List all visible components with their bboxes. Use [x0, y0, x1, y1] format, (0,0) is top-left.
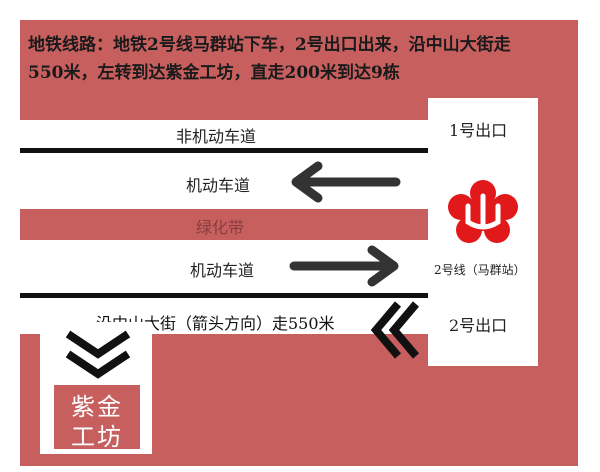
destination-label-line-1: 紫金: [71, 393, 123, 421]
road-edge-line-bottom: [20, 293, 428, 298]
nanjing-metro-logo-icon: [448, 180, 518, 243]
direction-text: 沿中山大街（箭头方向）走550米: [96, 314, 335, 333]
exit-2-label: 2号出口: [449, 316, 508, 335]
motor-lane-lower-label: 机动车道: [190, 261, 255, 280]
non-motor-lane: [20, 120, 428, 150]
road-edge-line-top: [20, 148, 428, 153]
arrow-right-icon: [289, 245, 399, 287]
non-motor-lane-label: 非机动车道: [176, 127, 257, 146]
arrow-left-icon: [291, 161, 401, 203]
route-text-line-2: 550米，左转到达紫金工坊，直走200米到达9栋: [28, 63, 400, 83]
route-text-line-1: 地铁线路：地铁2号线马群站下车，2号出口出来，沿中山大街走: [28, 35, 511, 55]
double-chevron-left-icon: [370, 301, 420, 359]
exit-1-label: 1号出口: [449, 121, 508, 140]
green-belt-label: 绿化带: [196, 218, 245, 237]
metro-station-column: [428, 98, 538, 366]
double-chevron-down-icon: [65, 330, 131, 379]
destination-label-line-2: 工坊: [71, 423, 123, 451]
station-name-label: 2号线（马群站）: [434, 263, 526, 277]
motor-lane-upper-label: 机动车道: [186, 176, 251, 195]
destination-sign: 紫金 工坊: [54, 385, 140, 451]
